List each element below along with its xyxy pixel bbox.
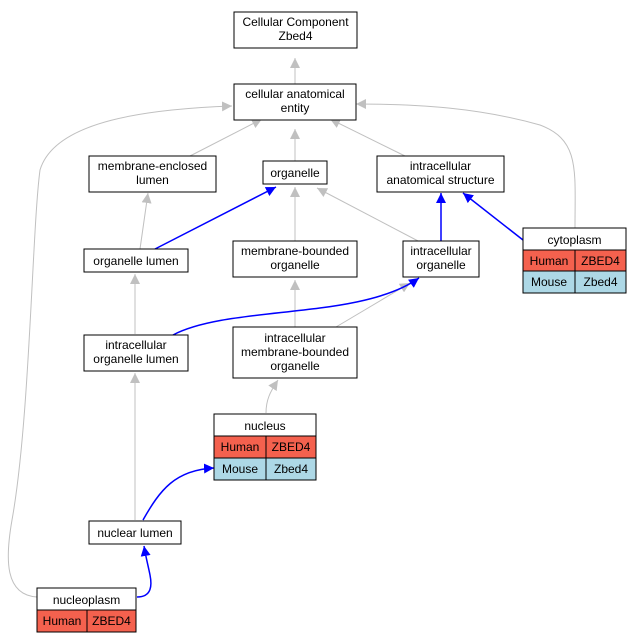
node-intracellular-anatomical-structure[interactable]: intracellular anatomical structure bbox=[376, 155, 505, 193]
node-label: Zbed4 bbox=[278, 29, 312, 43]
node-label: intracellular bbox=[105, 338, 166, 352]
node-label: organelle bbox=[270, 258, 320, 272]
edge-cytoplasm-cae bbox=[355, 99, 576, 229]
node-intracellular-organelle[interactable]: intracellular organelle bbox=[402, 240, 480, 278]
edge-nucleoplasm-nl bbox=[136, 545, 152, 598]
node-label: lumen bbox=[136, 173, 169, 187]
species-label: Mouse bbox=[531, 275, 567, 289]
node-title: nucleoplasm bbox=[53, 593, 120, 607]
node-intracellular-organelle-lumen[interactable]: intracellular organelle lumen bbox=[83, 334, 189, 372]
edge-nucleoplasm-cae bbox=[7, 101, 233, 598]
edge-nl-nucleus bbox=[142, 463, 215, 521]
node-title: cytoplasm bbox=[547, 233, 601, 247]
edge-iol-io bbox=[172, 277, 420, 336]
node-label: membrane-bounded bbox=[241, 345, 349, 359]
node-label: cellular anatomical bbox=[245, 87, 344, 101]
node-label: intracellular bbox=[410, 244, 471, 258]
node-label: organelle bbox=[270, 359, 320, 373]
node-membrane-enclosed-lumen[interactable]: membrane-enclosed lumen bbox=[88, 155, 217, 193]
node-membrane-bounded-organelle[interactable]: membrane-bounded organelle bbox=[232, 240, 358, 278]
edge-mel-cae bbox=[189, 118, 263, 157]
node-organelle[interactable]: organelle bbox=[262, 160, 328, 185]
mouse-gene-cell bbox=[574, 270, 627, 294]
species-label: Mouse bbox=[222, 462, 258, 476]
node-label: intracellular bbox=[264, 331, 325, 345]
node-label: organelle bbox=[416, 258, 466, 272]
node-label: organelle lumen bbox=[93, 254, 178, 268]
human-gene-cell bbox=[86, 609, 137, 633]
node-nucleus[interactable]: nucleus Human ZBED4 Mouse Zbed4 bbox=[213, 413, 317, 481]
edge-cytoplasm-ias bbox=[462, 192, 524, 241]
node-label: membrane-enclosed bbox=[98, 159, 207, 173]
node-cellular-component[interactable]: Cellular Component Zbed4 bbox=[233, 11, 358, 49]
gene-label: Zbed4 bbox=[583, 275, 617, 289]
node-label: membrane-bounded bbox=[241, 244, 349, 258]
edge-io-organelle bbox=[316, 187, 421, 243]
node-title: nucleus bbox=[244, 419, 285, 433]
node-cytoplasm[interactable]: cytoplasm Human ZBED4 Mouse Zbed4 bbox=[522, 227, 627, 294]
species-label: Human bbox=[530, 254, 569, 268]
node-label: organelle bbox=[270, 166, 320, 180]
node-label: anatomical structure bbox=[386, 173, 494, 187]
node-label: nuclear lumen bbox=[97, 526, 172, 540]
gene-label: ZBED4 bbox=[92, 614, 131, 628]
node-label: entity bbox=[281, 101, 310, 115]
edge-ol-organelle bbox=[154, 186, 277, 250]
gene-label: Zbed4 bbox=[274, 462, 308, 476]
node-cellular-anatomical-entity[interactable]: cellular anatomical entity bbox=[233, 83, 357, 121]
node-label: intracellular bbox=[410, 159, 471, 173]
edge-ol-mel bbox=[139, 192, 152, 250]
node-intracellular-membrane-bounded-organelle[interactable]: intracellular membrane-bounded organelle bbox=[232, 326, 358, 379]
gene-label: ZBED4 bbox=[581, 254, 620, 268]
node-label: Cellular Component bbox=[242, 15, 349, 29]
species-label: Human bbox=[221, 440, 260, 454]
node-label: organelle lumen bbox=[93, 352, 178, 366]
node-organelle-lumen[interactable]: organelle lumen bbox=[83, 248, 189, 273]
species-label: Human bbox=[43, 614, 82, 628]
node-nucleoplasm[interactable]: nucleoplasm Human ZBED4 bbox=[36, 587, 137, 633]
node-nuclear-lumen[interactable]: nuclear lumen bbox=[88, 520, 182, 545]
edge-nucleus-imbo bbox=[265, 379, 279, 414]
edge-ias-cae bbox=[329, 118, 406, 157]
gene-label: ZBED4 bbox=[272, 440, 311, 454]
mouse-gene-cell bbox=[265, 457, 317, 481]
